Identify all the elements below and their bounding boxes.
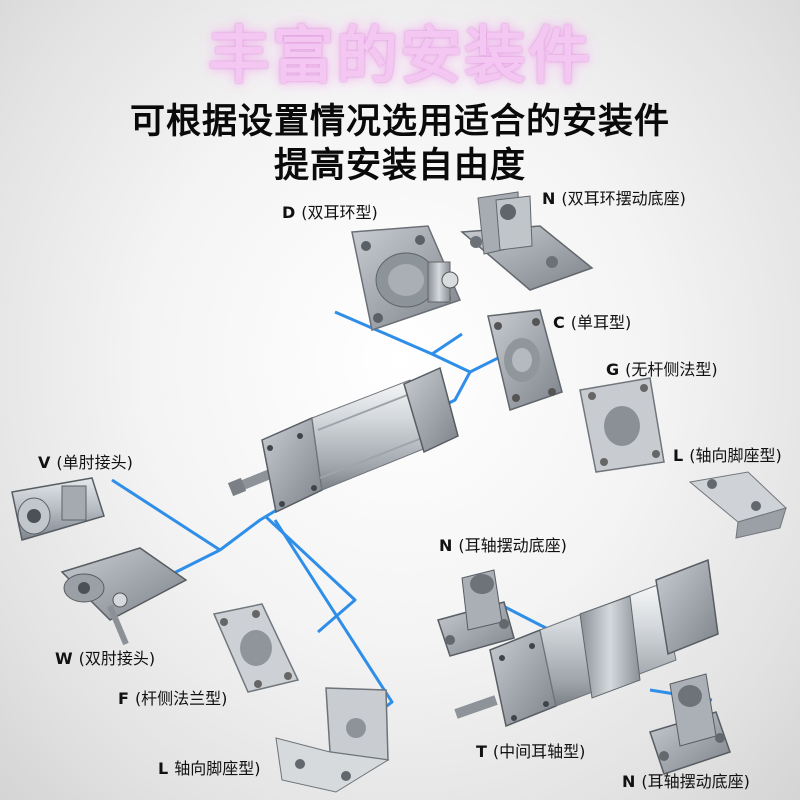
label-D: D (双耳环型) <box>282 203 378 223</box>
label-L-bottom-code: L <box>158 759 169 778</box>
label-L-right-desc: (轴向脚座型) <box>689 446 782 465</box>
mount-N-mid-trunnion-bracket <box>437 569 515 657</box>
label-N-bottom-code: N <box>622 772 636 791</box>
mount-N-bottom-trunnion-bracket <box>649 673 731 775</box>
label-D-desc: (双耳环型) <box>301 203 378 222</box>
label-N-mid-desc: (耳轴摆动底座) <box>458 536 567 555</box>
label-L-right: L (轴向脚座型) <box>673 446 782 466</box>
line-to-F <box>263 514 357 634</box>
label-L-right-code: L <box>673 446 684 465</box>
cylinder-T-center-trunnion <box>454 558 719 728</box>
subtitle-line-1: 可根据设置情况选用适合的安装件 <box>129 102 670 142</box>
main-cylinder <box>227 366 459 514</box>
mount-C-single-clevis <box>487 309 563 411</box>
label-G-code: G <box>606 360 620 379</box>
label-C-desc: (单耳型) <box>570 313 632 332</box>
mount-V-single-knuckle <box>11 477 105 541</box>
label-W: W (双肘接头) <box>55 649 155 669</box>
mount-D-double-clevis <box>351 225 462 331</box>
mount-G-rear-flange <box>579 377 665 473</box>
label-F-desc: (杆侧法兰型) <box>134 689 228 708</box>
mount-L-bottom-foot <box>275 687 390 793</box>
mount-F-rod-flange <box>212 603 300 693</box>
label-L-bottom-desc: 轴向脚座型) <box>174 759 261 778</box>
label-N-top-code: N <box>542 189 556 208</box>
mount-W-double-knuckle <box>60 547 188 646</box>
label-V-code: V <box>38 453 51 472</box>
label-D-code: D <box>282 203 296 222</box>
label-N-top: N (双耳环摆动底座) <box>542 189 686 209</box>
label-V: V (单肘接头) <box>38 453 133 473</box>
label-G: G (无杆侧法型) <box>606 360 718 380</box>
label-N-mid: N (耳轴摆动底座) <box>439 536 567 556</box>
label-N-mid-code: N <box>439 536 453 555</box>
label-V-desc: (单肘接头) <box>56 453 133 472</box>
main-title: 丰富的安装件 <box>207 19 592 92</box>
label-G-desc: (无杆侧法型) <box>625 360 718 379</box>
connector-lines <box>111 310 713 732</box>
label-T-code: T <box>476 742 487 761</box>
label-N-top-desc: (双耳环摆动底座) <box>561 189 686 208</box>
label-W-code: W <box>55 649 73 668</box>
label-L-bottom: L 轴向脚座型) <box>158 759 260 779</box>
label-T-desc: (中间耳轴型) <box>492 742 586 761</box>
label-C: C (单耳型) <box>553 313 631 333</box>
label-F: F (杆侧法兰型) <box>118 689 227 709</box>
line-to-V <box>111 478 221 552</box>
mount-N-top-pivot-bracket <box>460 191 594 291</box>
label-N-bottom-desc: (耳轴摆动底座) <box>641 772 750 791</box>
label-N-bottom: N (耳轴摆动底座) <box>622 772 750 792</box>
label-F-code: F <box>118 689 129 708</box>
label-T: T (中间耳轴型) <box>476 742 585 762</box>
label-C-code: C <box>553 313 565 332</box>
label-W-desc: (双肘接头) <box>78 649 156 668</box>
mount-L-right-foot <box>688 471 787 539</box>
subtitle-line-2: 提高安装自由度 <box>273 146 526 186</box>
